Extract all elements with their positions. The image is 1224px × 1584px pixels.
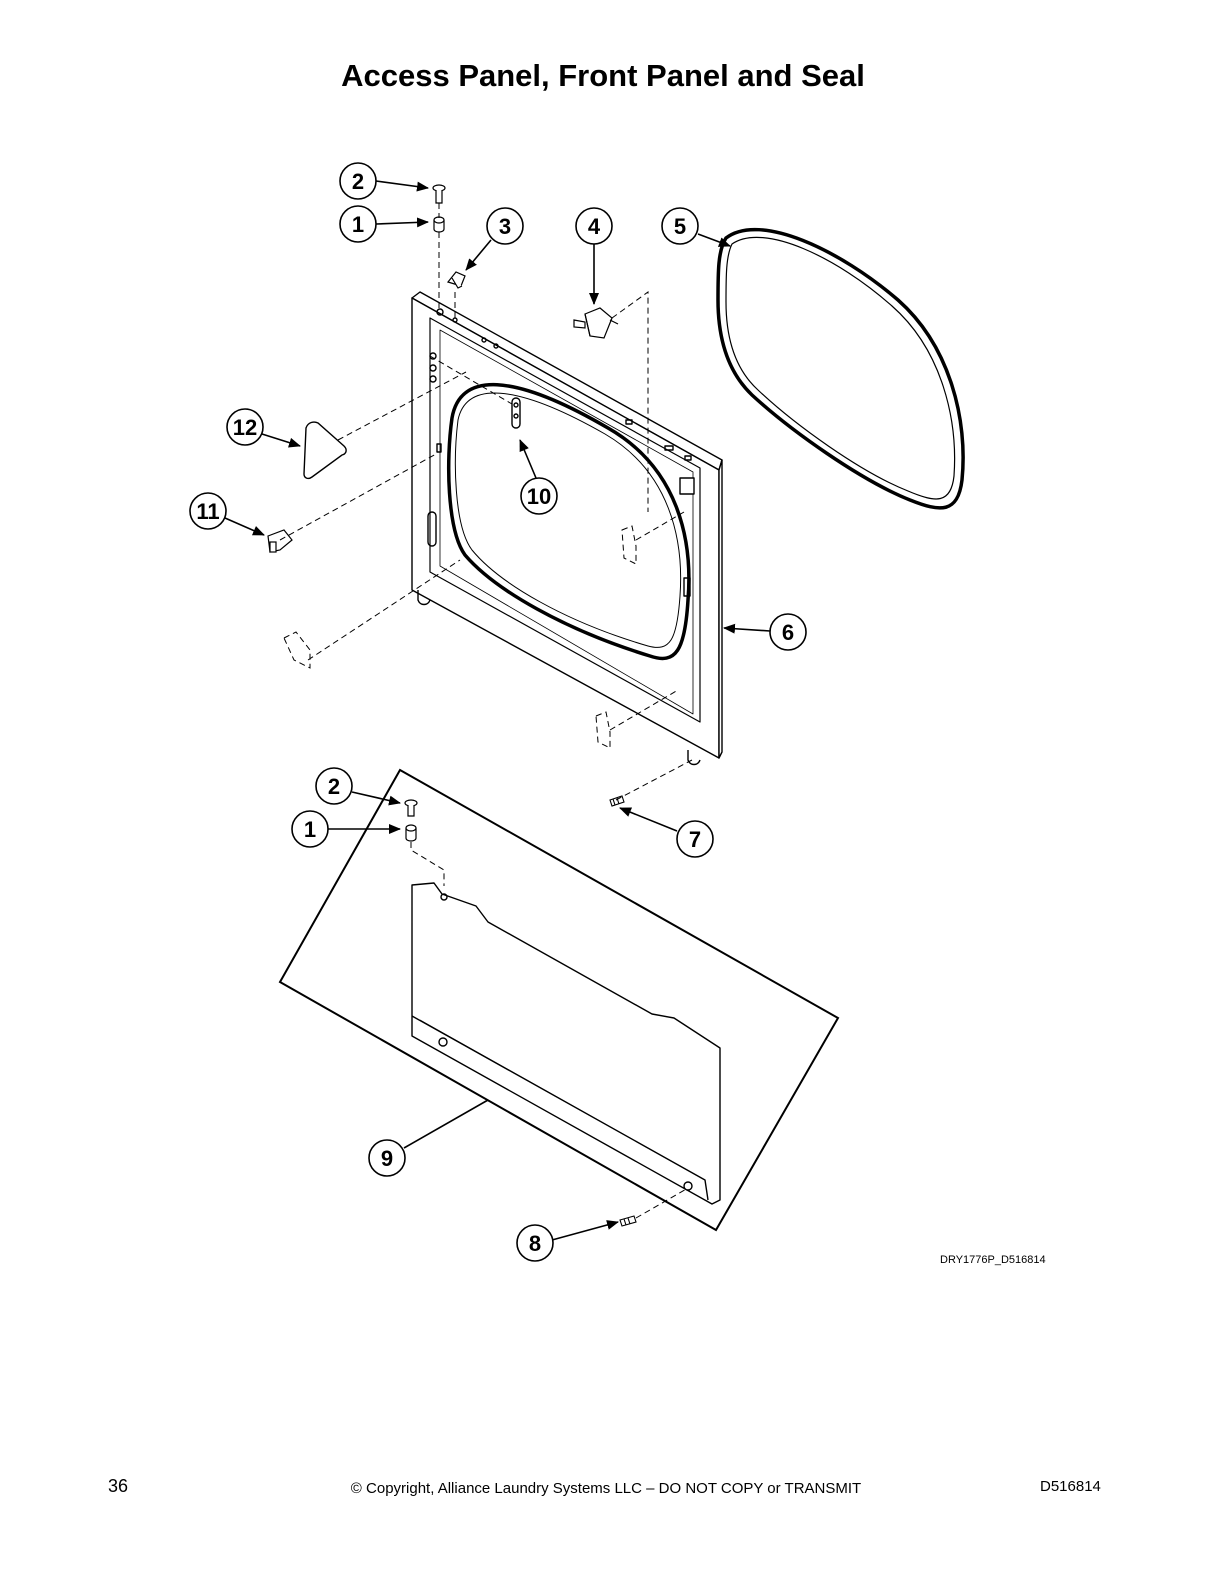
callout-7: 7 <box>676 820 714 858</box>
callout-label: 6 <box>782 620 794 645</box>
callout-9: 9 <box>368 1139 406 1177</box>
page-number: 36 <box>108 1476 129 1496</box>
screw-7 <box>609 795 625 807</box>
callout-label: 9 <box>381 1146 393 1171</box>
callout-4: 4 <box>575 207 613 245</box>
callout-label: 7 <box>689 827 701 852</box>
screw-top <box>432 184 446 204</box>
door-switch <box>573 307 619 339</box>
callout-label: 1 <box>352 212 364 237</box>
callout-2-lower: 2 <box>315 767 353 805</box>
copyright-notice: © Copyright, Alliance Laundry Systems LL… <box>350 1480 862 1497</box>
drawing-id: DRY1776P_D516814 <box>940 1254 1046 1266</box>
front-panel <box>411 291 723 766</box>
clip-11 <box>267 529 293 553</box>
callout-label: 5 <box>674 214 686 239</box>
callout-label: 4 <box>588 214 601 239</box>
callout-5: 5 <box>661 207 699 245</box>
callout-6: 6 <box>769 613 807 651</box>
callout-label: 12 <box>233 415 257 440</box>
callout-label: 11 <box>196 499 219 524</box>
access-panel <box>411 882 721 1205</box>
access-panel-frame <box>278 768 840 1232</box>
spacer-top <box>433 216 445 233</box>
callout-1-lower: 1 <box>291 810 329 848</box>
screw-8 <box>619 1215 637 1227</box>
assembly-lines <box>279 203 693 1219</box>
document-number: D516814 <box>1040 1478 1101 1495</box>
callout-label: 3 <box>499 214 511 239</box>
callout-1-top: 1 <box>339 205 377 243</box>
spacer-lower <box>405 824 417 842</box>
callout-11: 11 <box>189 492 227 530</box>
leader-arrows <box>224 180 771 1241</box>
callout-3: 3 <box>486 207 524 245</box>
callout-label: 2 <box>352 169 364 194</box>
page-title: Access Panel, Front Panel and Seal <box>341 58 865 93</box>
callout-2-top: 2 <box>339 162 377 200</box>
screw-lower <box>404 799 418 817</box>
callout-label: 1 <box>304 817 316 842</box>
door-seal <box>716 227 965 510</box>
callout-label: 2 <box>328 774 340 799</box>
callout-label: 8 <box>529 1231 541 1256</box>
callout-label: 10 <box>527 484 551 509</box>
triangle-12 <box>303 421 347 480</box>
callout-8: 8 <box>516 1224 554 1262</box>
callout-12: 12 <box>226 408 264 446</box>
callout-10: 10 <box>520 477 558 515</box>
clip-3 <box>446 271 466 289</box>
